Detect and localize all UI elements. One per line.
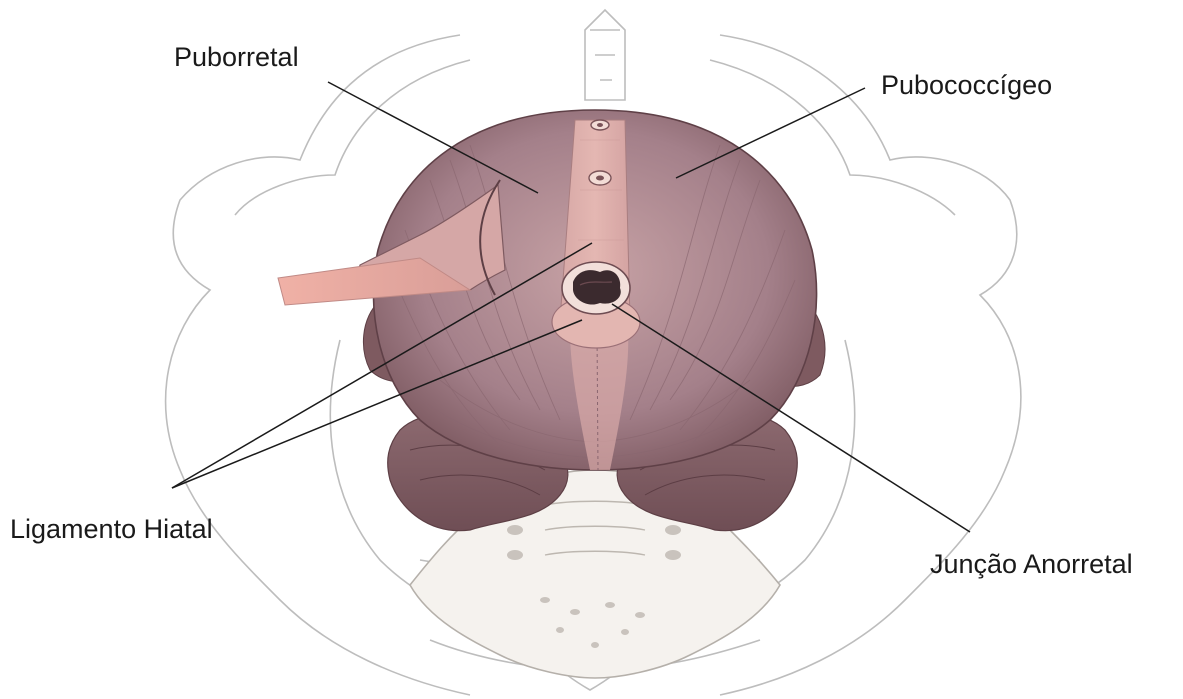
label-juncao-anorretal: Junção Anorretal [930,551,1133,578]
label-ligamento-hiatal: Ligamento Hiatal [10,516,213,543]
label-puborretal: Puborretal [174,44,299,71]
anorectal-junction [562,262,630,314]
label-pubococcigeo: Pubococcígeo [881,72,1052,99]
